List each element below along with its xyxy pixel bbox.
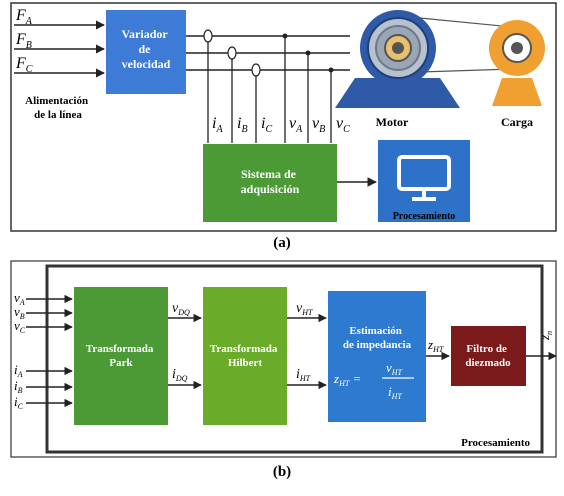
svg-text:vB: vB — [14, 304, 25, 321]
load-icon — [489, 20, 545, 106]
label-ic: iC — [261, 115, 272, 135]
ct-sensor-b-icon — [227, 46, 237, 60]
svg-text:iB: iB — [14, 378, 23, 395]
monitor-icon — [397, 155, 451, 201]
input-fb: FB — [15, 31, 32, 51]
decimation-filter-box — [451, 326, 526, 386]
inputs-current: iA iB iC — [14, 362, 24, 411]
svg-text:zHT =: zHT = — [333, 371, 361, 388]
impedance-label: Estimación de impedancia — [343, 325, 412, 351]
filter-label: Filtro de diezmado — [465, 343, 511, 369]
current-sensors — [203, 29, 261, 143]
label-vb: vB — [312, 115, 325, 135]
hilbert-label: Transformada Hilbert — [210, 343, 280, 369]
input-fc: FC — [15, 55, 33, 75]
label-ib: iB — [237, 115, 248, 135]
motor-label: Motor — [376, 115, 409, 129]
impedance-estimation-box — [328, 291, 426, 422]
processing-box — [378, 140, 470, 222]
hilbert-output-v: vHT — [296, 301, 313, 317]
panel-a: FA FB FC Alimentación de la línea Variad… — [10, 2, 557, 232]
inputs-voltage: vA vB vC — [14, 290, 26, 335]
hilbert-output-i: iHT — [296, 367, 311, 383]
park-output-i: iDQ — [172, 367, 188, 383]
acquisition-system-box — [203, 144, 337, 222]
ct-sensor-c-icon — [251, 63, 261, 77]
panel-b: vA vB vC iA iB iC Transformada Park vDQ … — [10, 260, 557, 458]
label-va: vA — [289, 115, 303, 135]
label-ia: iA — [212, 115, 223, 135]
svg-text:vC: vC — [14, 318, 26, 335]
motor-feed-lines — [186, 35, 350, 71]
park-label: Transformada Park — [86, 343, 156, 369]
motor-icon — [335, 10, 460, 108]
svg-text:vA: vA — [14, 290, 25, 307]
load-label: Carga — [501, 115, 533, 129]
input-fa: FA — [15, 7, 33, 27]
svg-text:iHT: iHT — [388, 384, 402, 401]
label-vc: vC — [336, 115, 350, 135]
hilbert-transform-box — [203, 287, 287, 425]
final-output: zn — [537, 331, 554, 341]
impedance-output: zHT — [427, 337, 444, 354]
park-transform-box — [74, 287, 168, 425]
drive-label: Variador de velocidad — [121, 27, 170, 71]
park-output-v: vDQ — [172, 301, 190, 317]
caption-a: (a) — [273, 235, 291, 251]
supply-label: Alimentación de la línea — [25, 95, 91, 121]
voltage-taps — [282, 33, 334, 143]
signal-labels: iA iB iC vA vB vC — [212, 115, 350, 135]
svg-text:vHT: vHT — [386, 360, 403, 377]
acquisition-label: Sistema de adquisición — [241, 167, 300, 196]
svg-text:iA: iA — [14, 362, 23, 379]
supply-lines: FA FB FC — [14, 7, 105, 78]
processing-frame-label: Procesamiento — [461, 437, 530, 449]
variable-speed-drive-box — [106, 10, 186, 94]
input-arrows — [26, 294, 73, 408]
processing-frame — [45, 264, 544, 454]
ct-sensor-a-icon — [203, 29, 213, 43]
panel-a-frame — [10, 2, 557, 232]
caption-b: (b) — [273, 464, 291, 480]
svg-text:iC: iC — [14, 394, 24, 411]
impedance-formula: zHT = vHT iHT — [333, 360, 414, 401]
processing-label: Procesamiento — [393, 211, 456, 222]
